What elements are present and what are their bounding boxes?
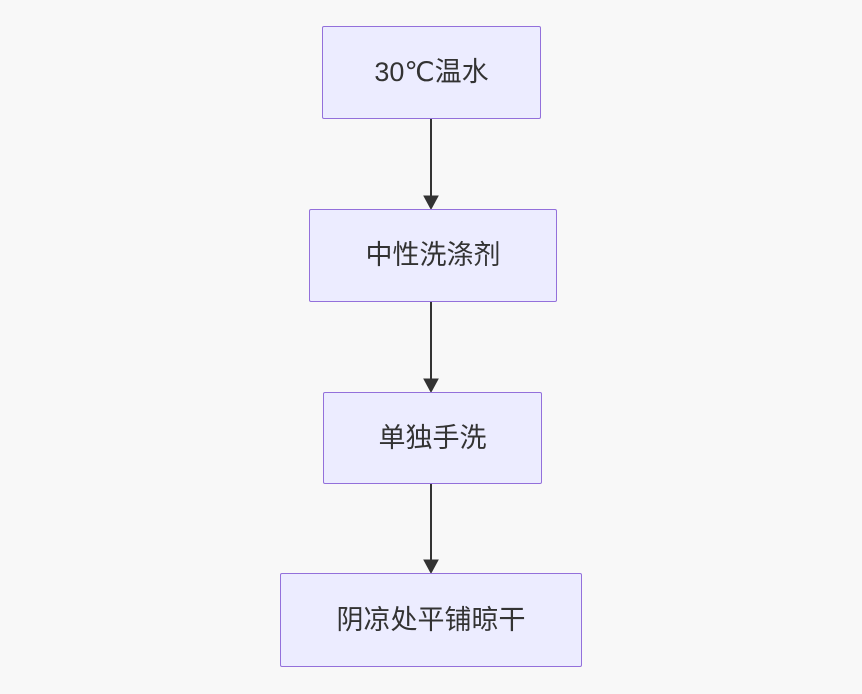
edge-step3-step4	[423, 484, 439, 575]
flow-node-dry-flat: 阴凉处平铺晾干	[280, 573, 582, 667]
flow-node-hand-wash: 单独手洗	[323, 392, 542, 484]
flow-node-warm-water-label: 30℃温水	[374, 57, 489, 88]
flow-node-hand-wash-label: 单独手洗	[378, 422, 487, 453]
edge-step2-step3	[423, 302, 439, 394]
flow-node-neutral-detergent: 中性洗涤剂	[309, 209, 557, 302]
flow-node-dry-flat-label: 阴凉处平铺晾干	[336, 604, 526, 635]
flow-node-warm-water: 30℃温水	[322, 26, 541, 119]
flow-node-neutral-detergent-label: 中性洗涤剂	[365, 240, 501, 271]
edge-step1-step2	[423, 119, 439, 211]
